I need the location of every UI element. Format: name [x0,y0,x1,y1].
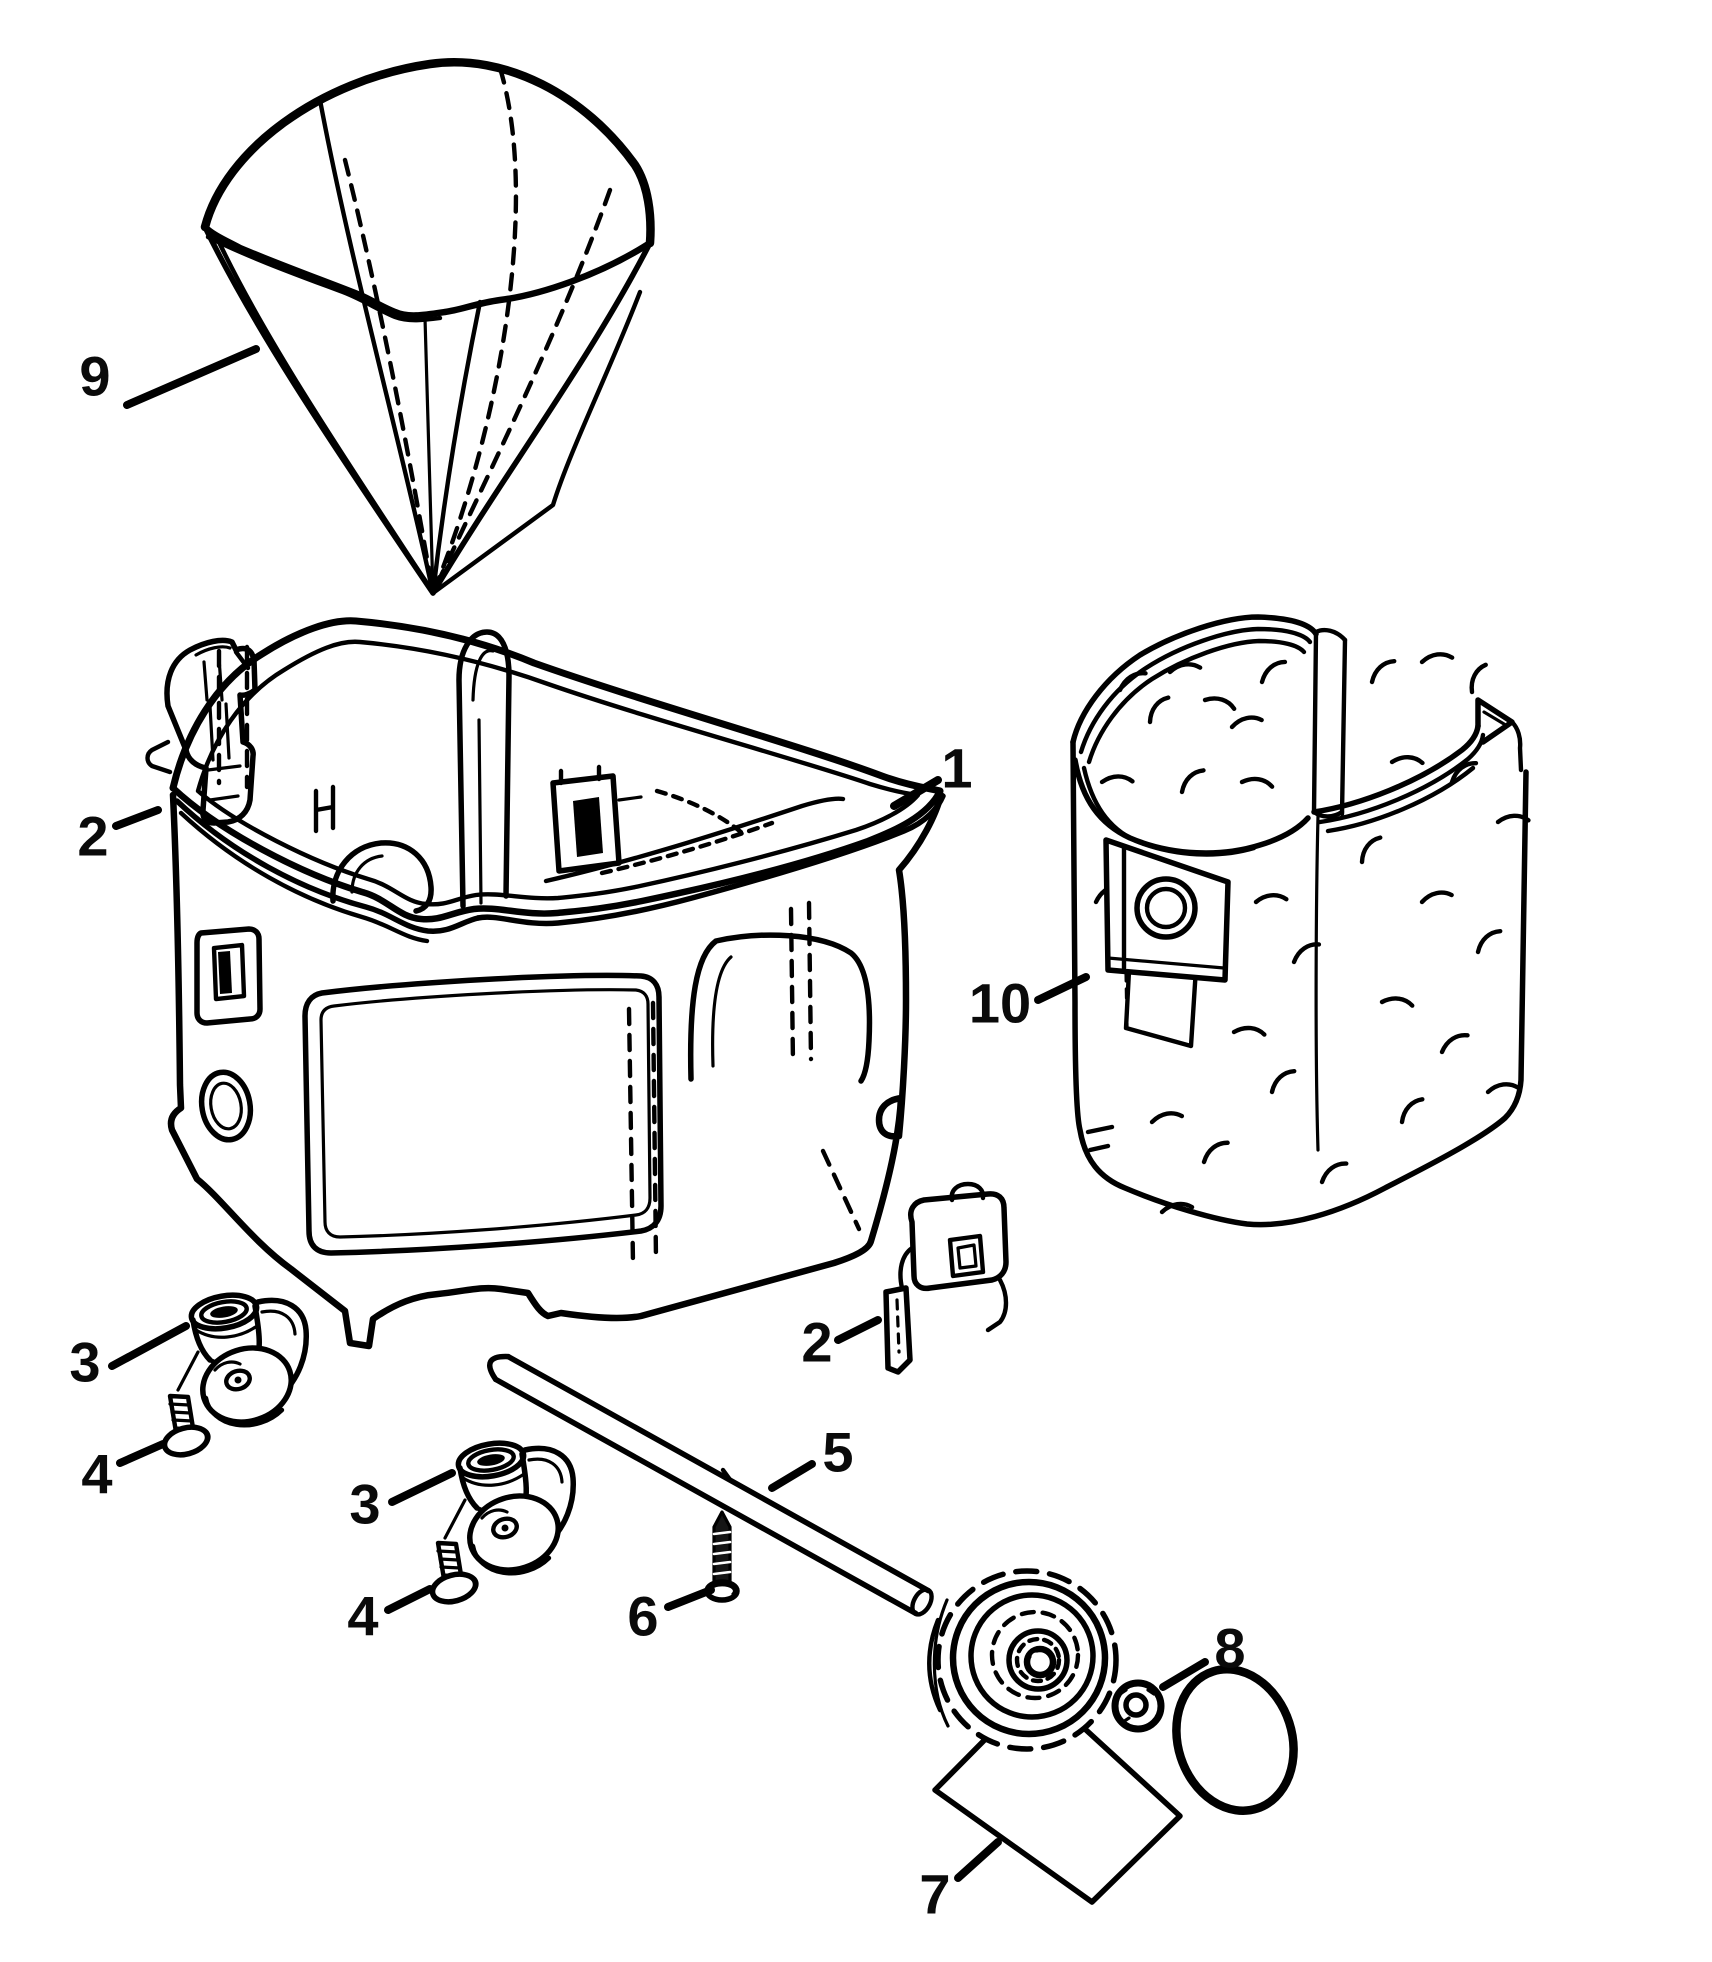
callout-2-upper-leader [112,806,162,830]
callout-8-label: 8 [1214,1617,1245,1680]
callout-3-left-leader [108,1322,190,1370]
callout-4-center-leader [384,1585,434,1614]
bag-crinkle-texture [1085,649,1529,1218]
callout-4-left-label: 4 [81,1443,112,1506]
callout-2-lower-label: 2 [801,1311,832,1374]
hubcap [1172,1665,1298,1815]
callout-5-label: 5 [822,1421,853,1484]
callout-10-label: 10 [969,972,1031,1035]
callout-6-leader [664,1586,715,1611]
lid-clip-lower-right [883,1181,1009,1375]
lid-clip-upper-left [145,637,258,826]
callout-9-leader [123,345,260,409]
filter-bag [1070,614,1529,1228]
callout-8-leader [1159,1658,1209,1691]
axle-nut [1111,1679,1165,1733]
caster-screw-left [161,1396,210,1459]
callout-1-leader [890,776,942,810]
callout-3-left-label: 3 [69,1331,100,1394]
wheel-kit [927,1568,1298,1905]
callouts: 1 2 2 3 3 4 4 5 6 7 8 9 10 [69,345,1245,1926]
axle-rod [487,1353,934,1617]
bag-collar-plate [1103,837,1231,983]
caster-left [178,1291,306,1434]
callout-3-center-leader [388,1469,456,1506]
callout-6-label: 6 [627,1585,658,1648]
callout-7-label: 7 [919,1863,950,1926]
callout-3-center-label: 3 [349,1473,380,1536]
callout-7-leader [954,1838,1002,1882]
caster-center [445,1439,573,1582]
callout-2-lower-leader [834,1316,882,1344]
tank-container [167,617,946,1350]
wheel [927,1568,1119,1752]
callout-2-upper-label: 2 [77,805,108,868]
callout-4-center-label: 4 [347,1585,378,1648]
callout-9-label: 9 [79,345,110,408]
callout-1-label: 1 [941,737,972,800]
callout-5-leader [768,1460,816,1492]
bag-inlet-hole [1134,876,1198,940]
callout-4-left-leader [116,1440,167,1467]
cone-filter [200,58,655,596]
callout-10-leader [1034,973,1090,1004]
